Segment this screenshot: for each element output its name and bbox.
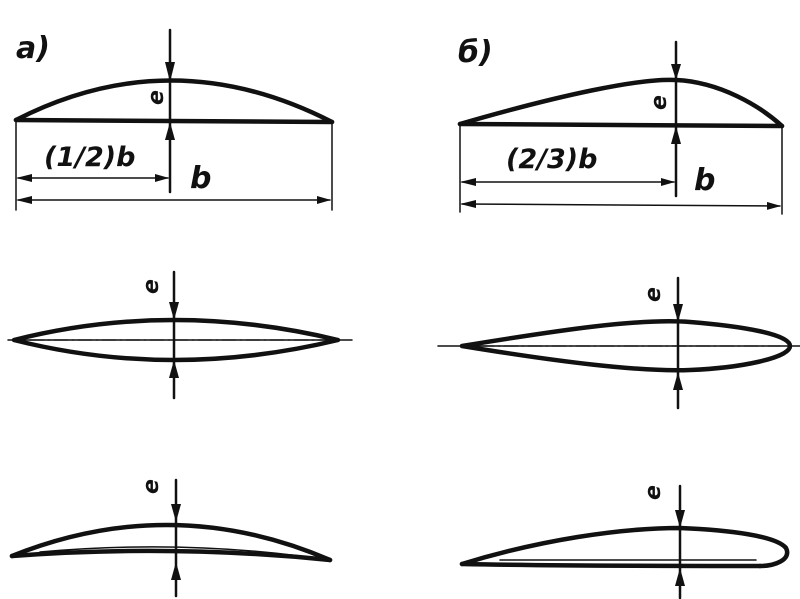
panel-a-mid-thickness-label: e (139, 279, 164, 294)
panel-a-cambered-upper (9, 522, 333, 563)
panel-b: б) e (2/3)b b e (437, 35, 800, 599)
panel-b-thickness-label: e (647, 95, 672, 110)
panel-b-letter: б) (458, 35, 493, 70)
panel-b-chord-line (457, 121, 785, 129)
panel-a-thickness-arrow-bottom (165, 122, 175, 140)
panel-b-position-dim-arrow-left (460, 178, 476, 186)
panel-b-mid-thickness-label: e (641, 287, 666, 302)
panel-a-lens-outline (11, 317, 341, 363)
panel-b-segment-arc (457, 77, 785, 129)
panel-a: а) e (1/2)b b (7, 28, 353, 598)
panel-b-bottom-arrow-bottom (675, 568, 685, 586)
panel-b-segment-profile: e (2/3)b b (457, 40, 785, 215)
panel-a-mid-arrow-top (169, 302, 179, 320)
panel-a-bottom-arrow-bottom (171, 562, 181, 580)
panel-b-position-label: (2/3)b (506, 144, 597, 175)
panel-a-cambered-lower (9, 548, 333, 563)
panel-a-mid-arrow-bottom (169, 360, 179, 378)
panel-a-bottom-arrow-top (171, 504, 181, 522)
panel-a-thickness-arrow-top (165, 62, 175, 82)
panel-b-thickness-arrow-top (671, 64, 681, 80)
panel-b-airfoil-outline (459, 318, 793, 373)
panel-a-segment-arc (13, 78, 335, 125)
panel-a-half-dim-arrow-left (16, 174, 32, 182)
panel-a-thickness-label: e (144, 90, 169, 105)
panel-a-cambered-profile: e (9, 478, 333, 598)
panel-b-symmetric-profile: e (437, 276, 800, 410)
panel-a-chord-line (13, 117, 335, 125)
panel-a-segment-profile: e (1/2)b b (13, 28, 335, 211)
panel-a-chord-dim-arrow-left (16, 196, 32, 204)
panel-a-bottom-thickness-label: e (139, 479, 164, 494)
panel-b-thickness-arrow-bottom (671, 126, 681, 144)
panel-b-cambered-profile: e (459, 484, 790, 599)
panel-b-chord-dim (461, 201, 781, 210)
panel-b-chord-dim-arrow-left (460, 200, 476, 208)
panel-b-bottom-arrow-top (675, 510, 685, 528)
panel-a-symmetric-profile: e (7, 270, 353, 400)
panel-b-bottom-thickness-label: e (641, 485, 666, 500)
panel-b-mid-arrow-top (673, 304, 683, 322)
panel-b-cambered-upper (459, 525, 790, 569)
panel-a-position-label: (1/2)b (44, 142, 135, 173)
panel-a-chord-label: b (190, 161, 211, 196)
panel-b-mid-arrow-bottom (673, 372, 683, 390)
panel-a-cambered-inner (39, 546, 301, 557)
panel-b-cambered-lower (459, 561, 763, 569)
panel-a-letter: а) (16, 31, 50, 66)
panel-b-chord-label: b (694, 163, 715, 198)
